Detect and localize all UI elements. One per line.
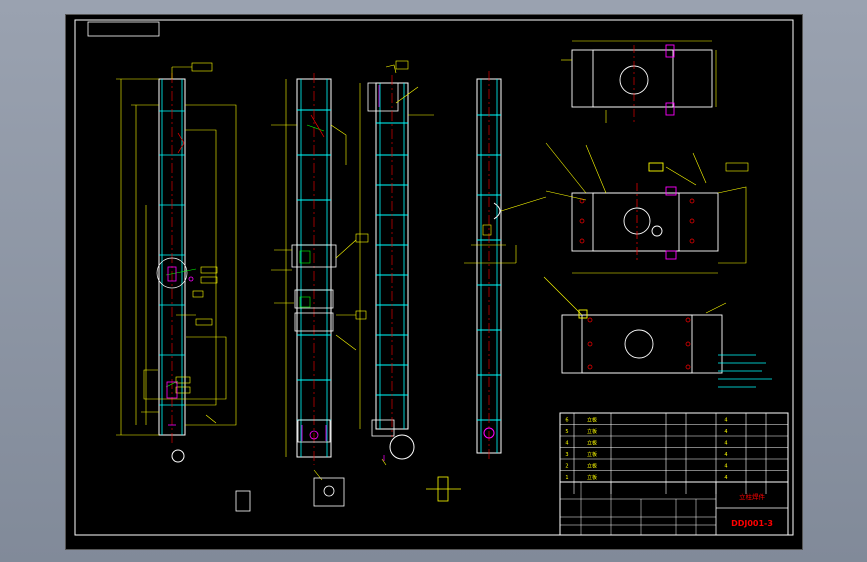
parts-table-name: 立板 bbox=[587, 417, 597, 424]
parts-table-no: 6 bbox=[565, 418, 568, 424]
drawing-sheet: 立柱焊件 DDJ001-3 6 立板 4 5 立板 4 4 立板 4 3 立板 4 2 立板 4 1 立板 4 bbox=[65, 14, 803, 550]
parts-table-no: 5 bbox=[565, 429, 568, 435]
parts-table-no: 1 bbox=[565, 475, 568, 481]
parts-table-name: 立板 bbox=[587, 451, 597, 458]
parts-table-no: 3 bbox=[565, 452, 568, 458]
parts-table-name: 立板 bbox=[587, 474, 597, 481]
parts-table-qty: 4 bbox=[724, 441, 727, 447]
column-side-view bbox=[271, 73, 369, 481]
parts-table-name: 立板 bbox=[587, 463, 597, 470]
parts-table-qty: 4 bbox=[724, 418, 727, 424]
parts-table-qty: 4 bbox=[724, 452, 727, 458]
parts-table-qty: 4 bbox=[724, 475, 727, 481]
parts-table-qty: 4 bbox=[724, 429, 727, 435]
part-title: 立柱焊件 bbox=[739, 492, 766, 501]
column-ladder-view bbox=[359, 60, 434, 466]
top-plan-view bbox=[561, 40, 717, 125]
drawing-number: DDJ001-3 bbox=[731, 519, 773, 528]
column-narrow-view bbox=[464, 71, 547, 459]
parts-table-name: 立板 bbox=[587, 440, 597, 447]
parts-table-no: 2 bbox=[565, 464, 568, 470]
bottom-plan-view bbox=[543, 276, 727, 374]
middle-plan-view bbox=[545, 142, 749, 274]
parts-table-name: 立板 bbox=[587, 428, 597, 435]
title-block bbox=[559, 412, 789, 536]
technical-notes bbox=[718, 354, 772, 388]
parts-table-qty: 4 bbox=[724, 464, 727, 470]
detail-sketches bbox=[235, 476, 461, 512]
inner-frame bbox=[74, 19, 794, 536]
parts-table-no: 4 bbox=[565, 441, 568, 447]
drawing-canvas: 立柱焊件 DDJ001-3 6 立板 4 5 立板 4 4 立板 4 3 立板 4 2 立板 4 1 立板 4 bbox=[74, 19, 794, 536]
top-left-label-box bbox=[87, 21, 160, 37]
column-front-view bbox=[116, 62, 237, 463]
